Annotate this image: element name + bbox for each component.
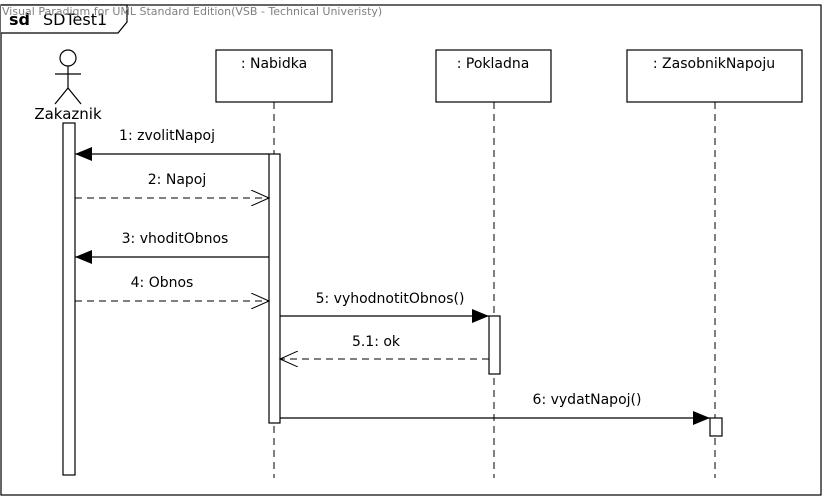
message-2[interactable]: 2: Napoj [75, 172, 269, 198]
lifeline-label-pokladna: : Pokladna [457, 56, 530, 72]
message-4-label: 4: Obnos [131, 275, 194, 291]
actor-label: Zakaznik [34, 105, 102, 123]
watermark-text: Visual Paradigm for UML Standard Edition… [2, 5, 382, 18]
message-5-1[interactable]: 5.1: ok [280, 334, 489, 359]
actor-head [59, 49, 77, 67]
lifeline-zasobnik[interactable]: : ZasobnikNapoju [626, 49, 803, 478]
message-3-label: 3: vhoditObnos [122, 231, 229, 247]
message-1-label: 1: zvolitNapoj [119, 128, 215, 144]
frame-name: SDTest1 [43, 10, 107, 29]
message-3[interactable]: 3: vhoditObnos [75, 231, 269, 264]
lifeline-label-nabidka: : Nabidka [241, 56, 307, 72]
message-5-1-label: 5.1: ok [352, 334, 401, 350]
message-1[interactable]: 1: zvolitNapoj [75, 128, 269, 161]
activation-bar-zasobnik [709, 417, 723, 437]
message-2-label: 2: Napoj [148, 172, 206, 188]
actor-right-leg [67, 87, 82, 105]
lifeline-label-zasobnik: : ZasobnikNapoju [653, 56, 775, 72]
lifeline-nabidka[interactable]: : Nabidka [215, 49, 333, 478]
lifeline-pokladna[interactable]: : Pokladna [435, 49, 552, 478]
message-6-label: 6: vydatNapoj() [533, 392, 642, 408]
message-4[interactable]: 4: Obnos [75, 275, 269, 301]
activation-bar-nabidka [268, 153, 281, 424]
actor-activation-bar [62, 122, 76, 476]
actor-zakaznik[interactable]: Zakaznik [34, 49, 102, 123]
activation-bar-pokladna [488, 315, 501, 375]
diagram-frame [0, 4, 822, 496]
lifeline-head-zasobnik [626, 49, 803, 103]
message-6[interactable]: 6: vydatNapoj() [280, 392, 710, 425]
message-5-label: 5: vyhodnotitObnos() [316, 291, 465, 307]
actor-left-leg [54, 87, 69, 105]
message-5[interactable]: 5: vyhodnotitObnos() [280, 291, 489, 323]
frame-keyword: sd [9, 10, 30, 29]
frame-tab [1, 4, 128, 34]
